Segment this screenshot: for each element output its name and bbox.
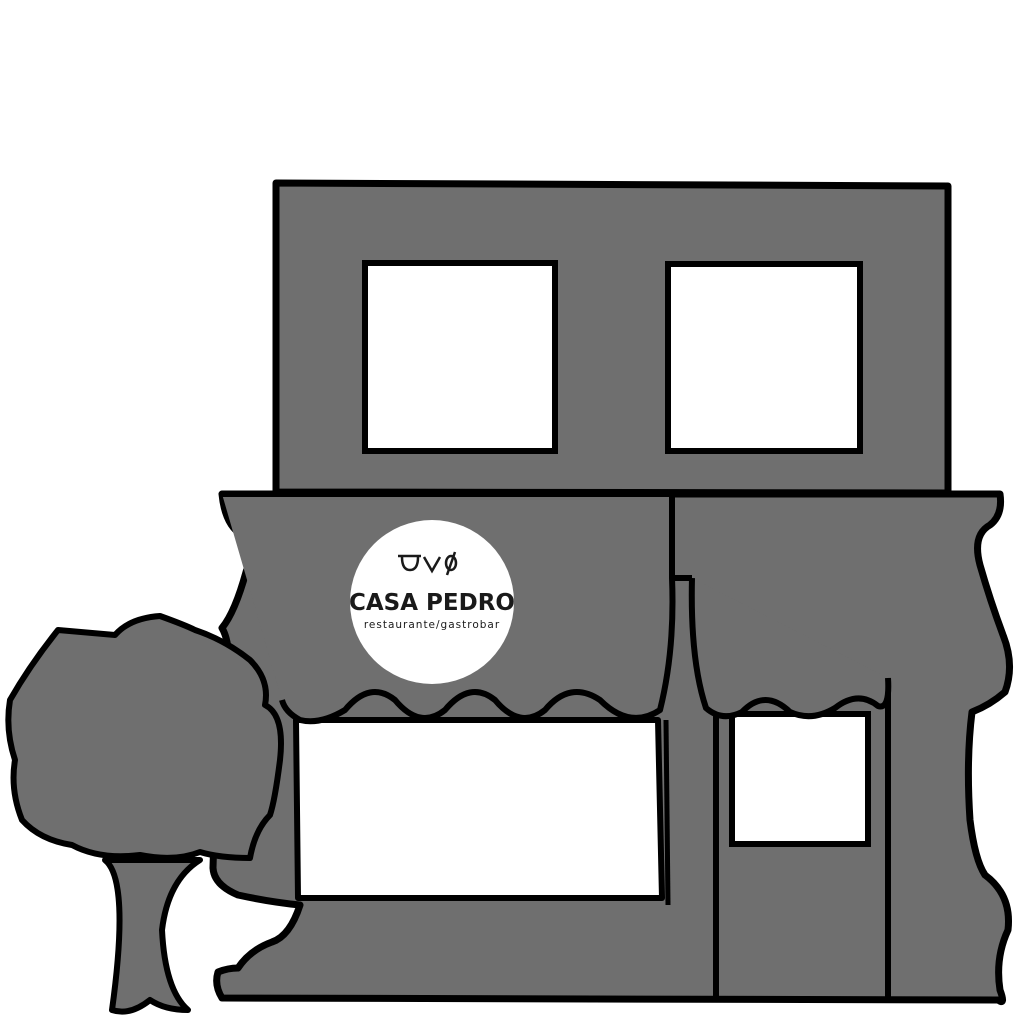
logo-circle <box>350 520 514 684</box>
logo-sign: CASA PEDRO restaurante/gastrobar <box>349 520 515 684</box>
awning-right <box>688 577 892 720</box>
tree-crown <box>5 613 284 861</box>
ground-floor <box>209 490 1013 1006</box>
upper-window-right <box>665 261 863 454</box>
logo-title: CASA PEDRO <box>349 590 515 616</box>
upper-floor <box>272 179 952 497</box>
shop-window-frame <box>663 719 671 906</box>
door-window <box>729 711 871 847</box>
cocktail-glass-icon <box>444 551 458 576</box>
tree-trunk <box>102 857 203 1015</box>
shop-window <box>293 717 665 901</box>
upper-window-left <box>362 260 558 454</box>
wine-glass-icon <box>422 556 442 574</box>
logo-subtitle: restaurante/gastrobar <box>364 619 500 631</box>
cup-icon <box>398 554 421 572</box>
tree <box>5 613 284 1015</box>
